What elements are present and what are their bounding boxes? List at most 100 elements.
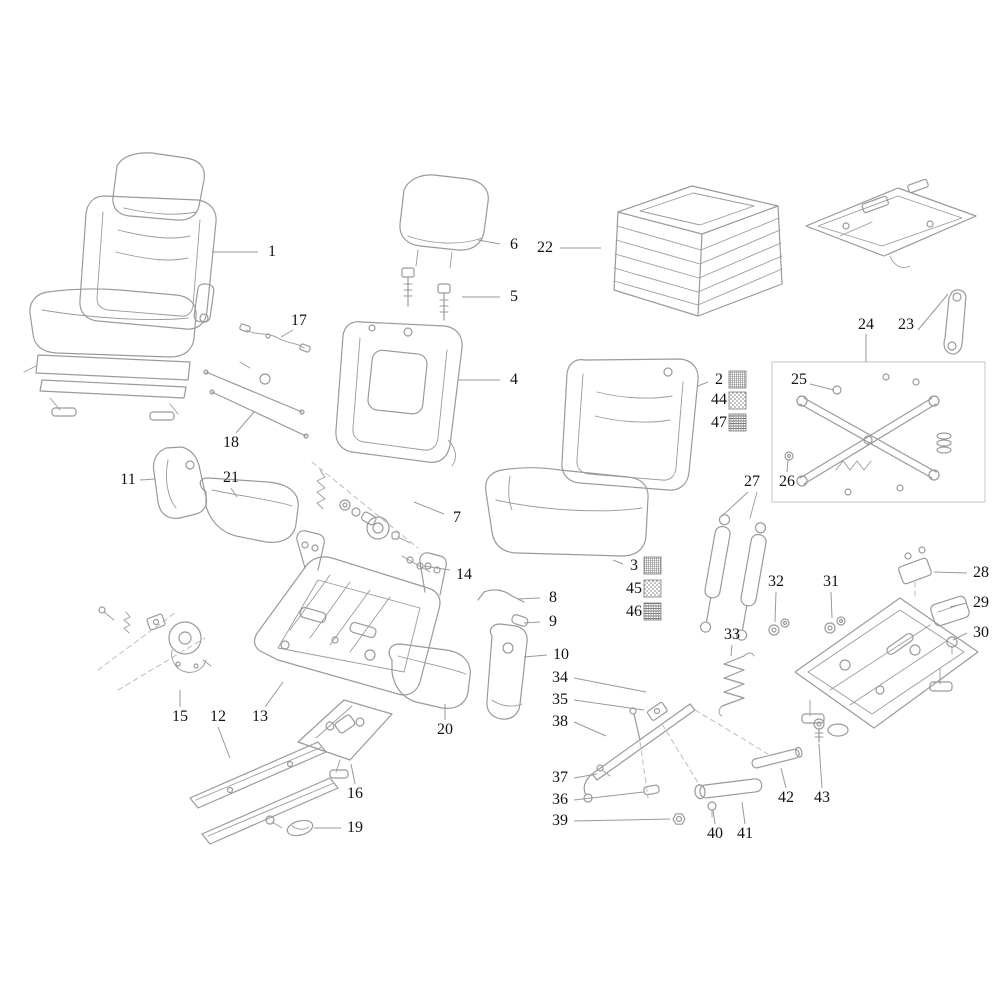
callout-19: 19 [347,819,363,836]
part-illustration-knob-hardware [311,461,419,549]
leader-line-9 [523,621,541,624]
part-illustration-backrest-frame [335,321,463,467]
leader-line-16 [350,763,356,785]
callout-13: 13 [252,708,268,725]
leader-line-35 [573,699,645,711]
leader-line-39 [573,818,671,822]
callout-2: 2 [715,371,723,388]
callout-1: 1 [268,243,276,260]
callout-38: 38 [552,713,568,730]
callout-40: 40 [707,825,723,842]
leader-line-41 [741,801,746,825]
callout-6: 6 [510,236,518,253]
callout-18: 18 [223,434,239,451]
leader-line-14 [423,565,451,571]
callout-42: 42 [778,789,794,806]
callout-16: 16 [347,785,363,802]
callout-30: 30 [973,624,989,641]
callout-20: 20 [437,721,453,738]
part-illustration-cable [239,323,311,353]
part-illustration-armrest-right [388,643,471,709]
leader-line-37 [573,773,598,779]
part-illustration-bracket-plate [297,699,393,779]
part-illustration-shoulder-bolt [813,718,825,743]
part-illustration-armrest-support [486,623,528,720]
callout-22: 22 [537,239,553,256]
part-illustration-link-arm [943,289,967,355]
callout-33: 33 [724,626,740,643]
callout-46: 46 [626,603,642,620]
part-illustration-headrest [399,174,489,269]
part-illustration-shock-absorbers [699,491,767,641]
callout-15: 15 [172,708,188,725]
callout-36: 36 [552,791,568,808]
leader-line-8 [516,597,541,600]
fabric-swatch-2 [728,370,747,389]
callout-34: 34 [552,669,568,686]
callout-24: 24 [858,316,874,333]
callout-31: 31 [823,573,839,590]
part-illustration-bellows [613,185,783,317]
part-illustration-end-cap [286,819,314,837]
part-illustration-seat-assembly [23,152,217,421]
callout-3: 3 [630,557,638,574]
callout-37: 37 [552,769,568,786]
leader-line-30 [952,632,968,641]
callout-12: 12 [210,708,226,725]
leader-line-12 [217,726,231,759]
callout-29: 29 [973,594,989,611]
fabric-swatch-47 [728,413,747,432]
part-illustration-roller-bar [694,778,763,818]
leader-line-11 [139,478,156,481]
part-illustration-armrest-bracket [152,446,208,519]
leader-line-26 [786,459,789,473]
part-illustration-base-frame [768,546,979,737]
part-illustration-scissor-mechanism [771,361,986,503]
leader-line-25 [809,383,835,391]
callout-26: 26 [779,473,795,490]
leader-line-31 [830,591,833,619]
callout-25: 25 [791,371,807,388]
part-illustration-armrest-left [199,477,299,543]
part-illustration-bolts [401,267,451,321]
leader-line-3 [612,559,624,565]
callout-32: 32 [768,573,784,590]
part-illustration-rods [203,361,309,439]
callout-4: 4 [510,371,518,388]
callout-43: 43 [814,789,830,806]
leader-line-28 [933,571,968,574]
leader-line-40 [712,809,716,825]
leader-line-43 [818,743,823,789]
callout-39: 39 [552,812,568,829]
leader-line-7 [413,501,445,515]
leader-line-29 [949,602,968,608]
callout-41: 41 [737,825,753,842]
fabric-swatch-44 [728,391,747,410]
part-illustration-adjuster-rod [583,701,769,825]
leader-line-2 [697,381,709,387]
callout-17: 17 [291,312,307,329]
callout-21: 21 [223,469,239,486]
leader-line-6 [477,239,501,245]
callout-23: 23 [898,316,914,333]
part-illustration-short-rod [751,746,803,769]
callout-45: 45 [626,580,642,597]
leader-line-18 [235,411,255,434]
leader-line-10 [523,654,548,658]
callout-5: 5 [510,288,518,305]
leader-line-38 [573,721,607,737]
leader-line-21 [230,487,238,498]
leader-line-33 [730,644,733,657]
callout-11: 11 [120,471,136,488]
fabric-swatch-3 [643,556,662,575]
callout-8: 8 [549,589,557,606]
part-illustration-coil-spring [718,652,755,717]
leader-line-17 [280,329,294,338]
part-illustration-lever [477,589,529,627]
leader-line-34 [573,677,647,693]
callout-28: 28 [973,564,989,581]
leader-line-23 [917,293,949,331]
leader-line-36 [573,791,645,801]
